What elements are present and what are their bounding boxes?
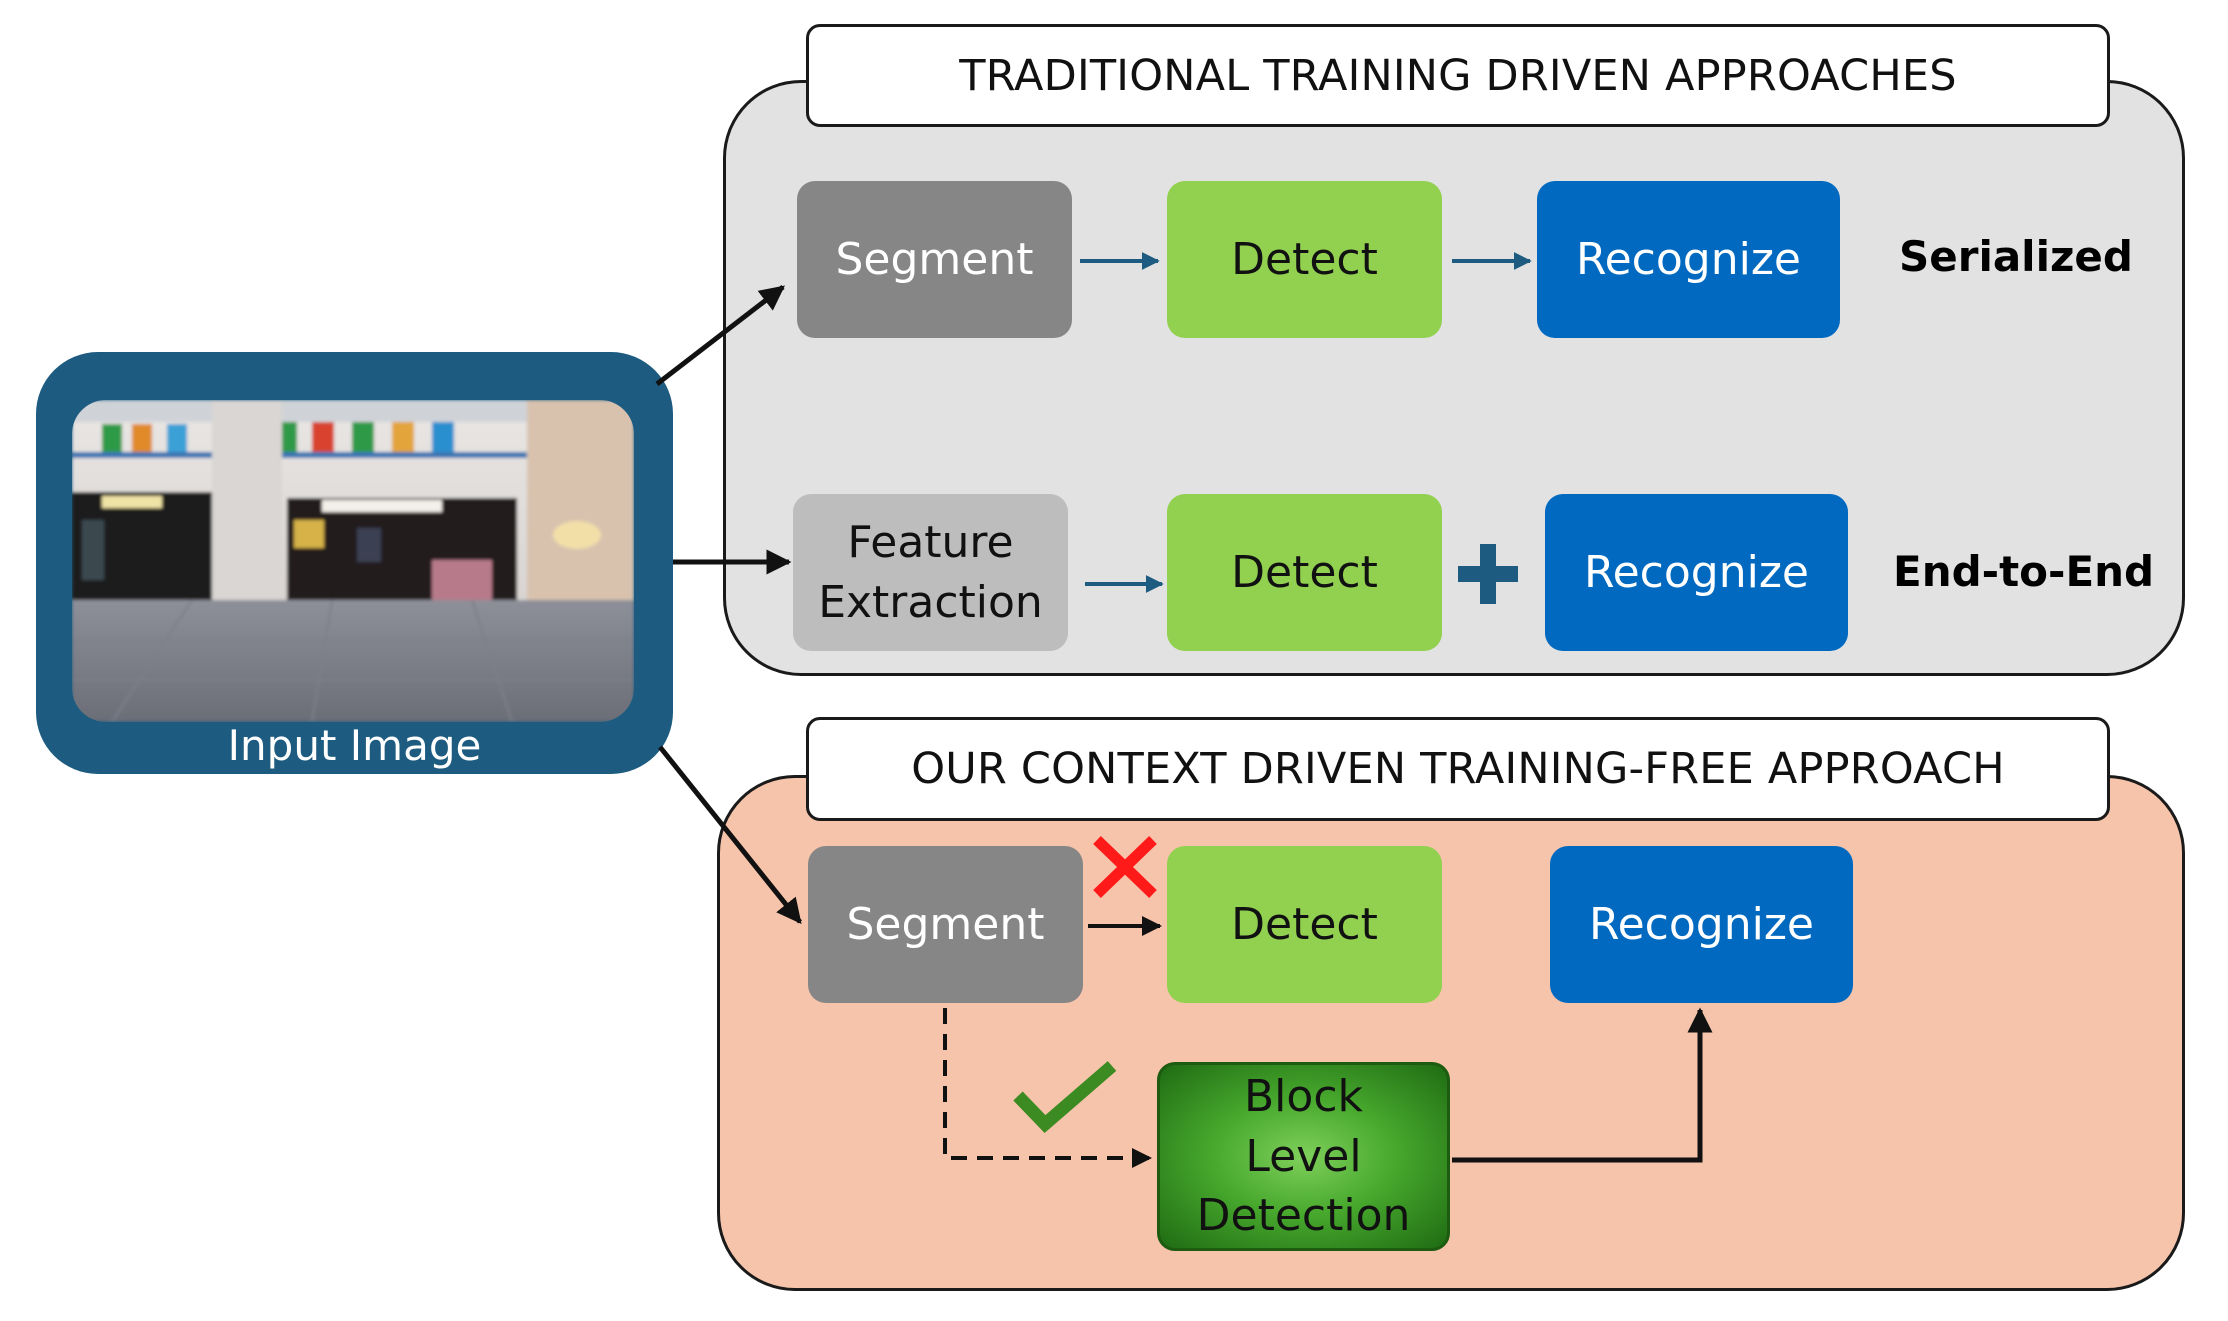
block-line1: Block — [1243, 1070, 1363, 1122]
input-image-label: Input Image — [227, 721, 482, 770]
traditional-header: TRADITIONAL TRAINING DRIVEN APPROACHES — [806, 24, 2110, 127]
end-to-end-detect-box: Detect — [1167, 494, 1442, 651]
end-to-end-label: End-to-End — [1893, 547, 2155, 596]
ours-segment-box: Segment — [808, 846, 1083, 1003]
block-level-detection-box: Block Level Detection — [1157, 1062, 1450, 1251]
feature-extraction-line1: Feature — [847, 516, 1014, 568]
block-line2: Level — [1245, 1130, 1362, 1182]
ours-recognize-box: Recognize — [1550, 846, 1853, 1003]
feature-extraction-line2: Extraction — [818, 576, 1043, 628]
ours-header: OUR CONTEXT DRIVEN TRAINING-FREE APPROAC… — [806, 717, 2110, 821]
feature-extraction-box: Feature Extraction — [793, 494, 1068, 651]
block-line3: Detection — [1196, 1190, 1411, 1242]
end-to-end-recognize-box: Recognize — [1545, 494, 1848, 651]
serialized-segment-box: Segment — [797, 181, 1072, 338]
serialized-label: Serialized — [1899, 232, 2133, 281]
serialized-recognize-box: Recognize — [1537, 181, 1840, 338]
serialized-detect-box: Detect — [1167, 181, 1442, 338]
ours-detect-box: Detect — [1167, 846, 1442, 1003]
input-photo — [72, 400, 634, 722]
